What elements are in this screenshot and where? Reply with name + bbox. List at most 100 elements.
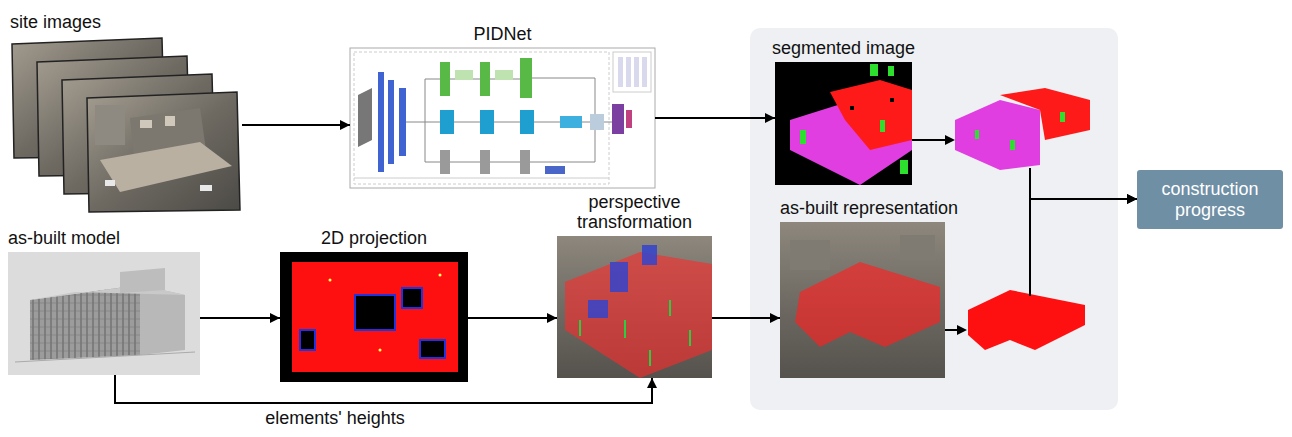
perspective-picture [557,236,712,378]
network-figure [399,88,406,156]
network-figure [480,62,490,96]
representation-picture [790,240,830,270]
connector-arrow [912,140,1137,199]
network-figure [530,162,595,163]
image-panel: site images [10,36,242,214]
connector-arrow [945,199,1137,330]
network-figure [454,122,480,123]
segmented-picture [850,106,854,110]
perspective-picture [565,252,712,378]
network-figure [406,122,440,123]
panel-heading: as-built representation [780,198,958,219]
building-model [30,285,140,360]
network-figure [545,166,565,174]
network-figure [358,88,372,147]
network-figure [490,162,520,163]
building-model [8,252,200,375]
network-figure [626,57,631,87]
network-figure [388,80,394,164]
segmented-picture [775,62,912,185]
box-label: construction progress [1137,175,1283,224]
representation-crop [957,290,1085,350]
segmented-crop [1000,88,1090,140]
projection-picture [402,288,422,308]
segmented-picture [870,64,878,76]
building-model [120,268,165,293]
network-figure [425,79,426,162]
network-figure [520,58,532,98]
segmented-crop [1010,140,1015,150]
network-figure [440,150,450,174]
network-figure [455,70,473,80]
building-model [30,285,140,360]
projection-picture [329,279,332,282]
network-figure [520,150,530,174]
image-panel: as-built representation [780,222,945,378]
connector-arrow [712,317,780,319]
projection-picture [355,295,395,330]
network-figure [612,104,624,134]
projection-picture [420,340,445,358]
connector-arrow [200,317,280,319]
segmented-picture [775,62,912,185]
perspective-picture [580,300,690,366]
segmented-crop [945,88,1090,170]
photo-stack [87,92,240,212]
process-box: construction progress [1137,170,1283,229]
building-model [15,352,195,362]
network-figure [618,57,623,87]
perspective-picture [624,320,626,338]
segmented-picture [880,120,885,132]
segmented-picture [830,80,912,150]
panel-heading: perspective transformation [560,192,710,233]
network-figure [642,57,647,87]
network-figure [425,162,440,163]
photo-stack [95,105,125,145]
perspective-picture [669,300,671,316]
network-figure [440,62,450,96]
projection-picture [379,349,382,352]
projection-picture [300,330,315,350]
connector-arrow [242,124,350,126]
perspective-picture [610,262,628,292]
network-figure [354,178,609,179]
segmented-picture [800,130,806,144]
segmented-crop [1060,112,1065,122]
network-figure [532,78,595,79]
perspective-picture [689,330,691,346]
connector-arrow [468,317,557,319]
segmented-crop [955,100,1040,170]
network-figure [613,52,651,92]
projection-picture [280,252,468,382]
perspective-picture [557,236,712,378]
photo-stack [140,120,152,128]
projection-picture [280,252,468,382]
network-figure [378,72,384,172]
network-figure [626,110,632,128]
network-figure [634,57,639,87]
representation-picture [900,235,935,260]
panel-heading: site images [10,12,101,33]
segmented-crop [975,130,979,139]
image-panel: perspective transformation [557,236,712,378]
network-figure [354,52,609,184]
photo-stack [12,38,240,212]
photo-stack [165,116,175,126]
photo-stack [200,185,212,191]
network-figure [350,48,655,188]
panel-heading: segmented image [772,38,915,59]
representation-picture [795,262,940,347]
photo-stack [100,142,232,192]
network-figure [450,162,480,163]
perspective-picture [649,350,651,366]
network-figure [590,114,604,130]
projection-picture [292,262,458,372]
segmented-picture [888,66,894,76]
image-panel: as-built model [8,252,200,375]
image-panel: segmented image [775,62,912,185]
perspective-picture [588,300,608,318]
perspective-picture [642,245,657,265]
network-figure [560,116,582,128]
network-figure [480,110,494,134]
